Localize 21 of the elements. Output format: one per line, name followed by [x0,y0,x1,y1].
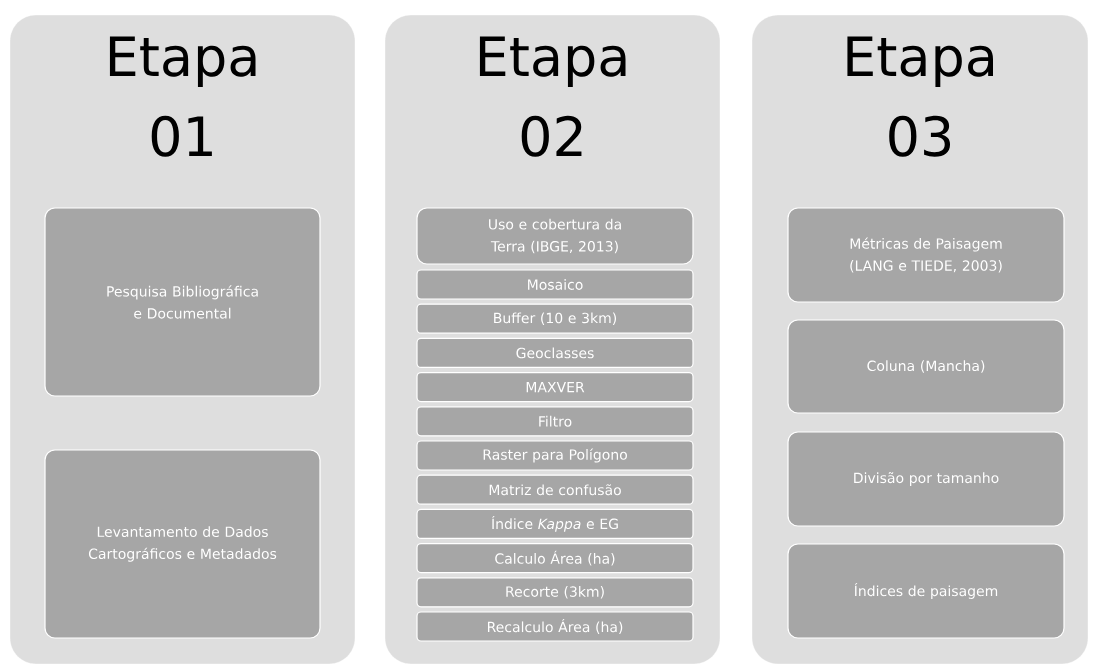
step-box: Raster para Polígono [416,440,694,471]
step-box: Calculo Área (ha) [416,543,694,574]
step-box: Filtro [416,406,694,437]
step-box: Uso e cobertura da Terra (IBGE, 2013) [416,207,694,265]
step-box: Índices de paisagem [787,543,1065,639]
stage-heading: Etapa 03 [847,36,993,157]
stage-heading: Etapa 02 [479,36,626,157]
step-box: Coluna (Mancha) [787,319,1065,414]
step-box: Geoclasses [416,337,694,368]
step-box: Mosaico [416,269,694,300]
step-box: Buffer (10 e 3km) [416,303,694,334]
step-box: Recorte (3km) [416,577,694,608]
step-box: Levantamento de Dados Cartográficos e Metadados [44,449,321,639]
step-box: Índice Kappa e EG [416,508,694,539]
stage-heading: Etapa 01 [109,36,256,157]
step-box: Matriz de confusão [416,474,694,505]
step-box: Pesquisa Bibliográfica e Documental [44,207,321,397]
step-box: Métricas de Paisagem (LANG e TIEDE, 2003) [787,207,1065,303]
step-box: MAXVER [416,371,694,403]
step-box: Recalculo Área (ha) [416,611,694,642]
step-box: Divisão por tamanho [787,431,1065,527]
